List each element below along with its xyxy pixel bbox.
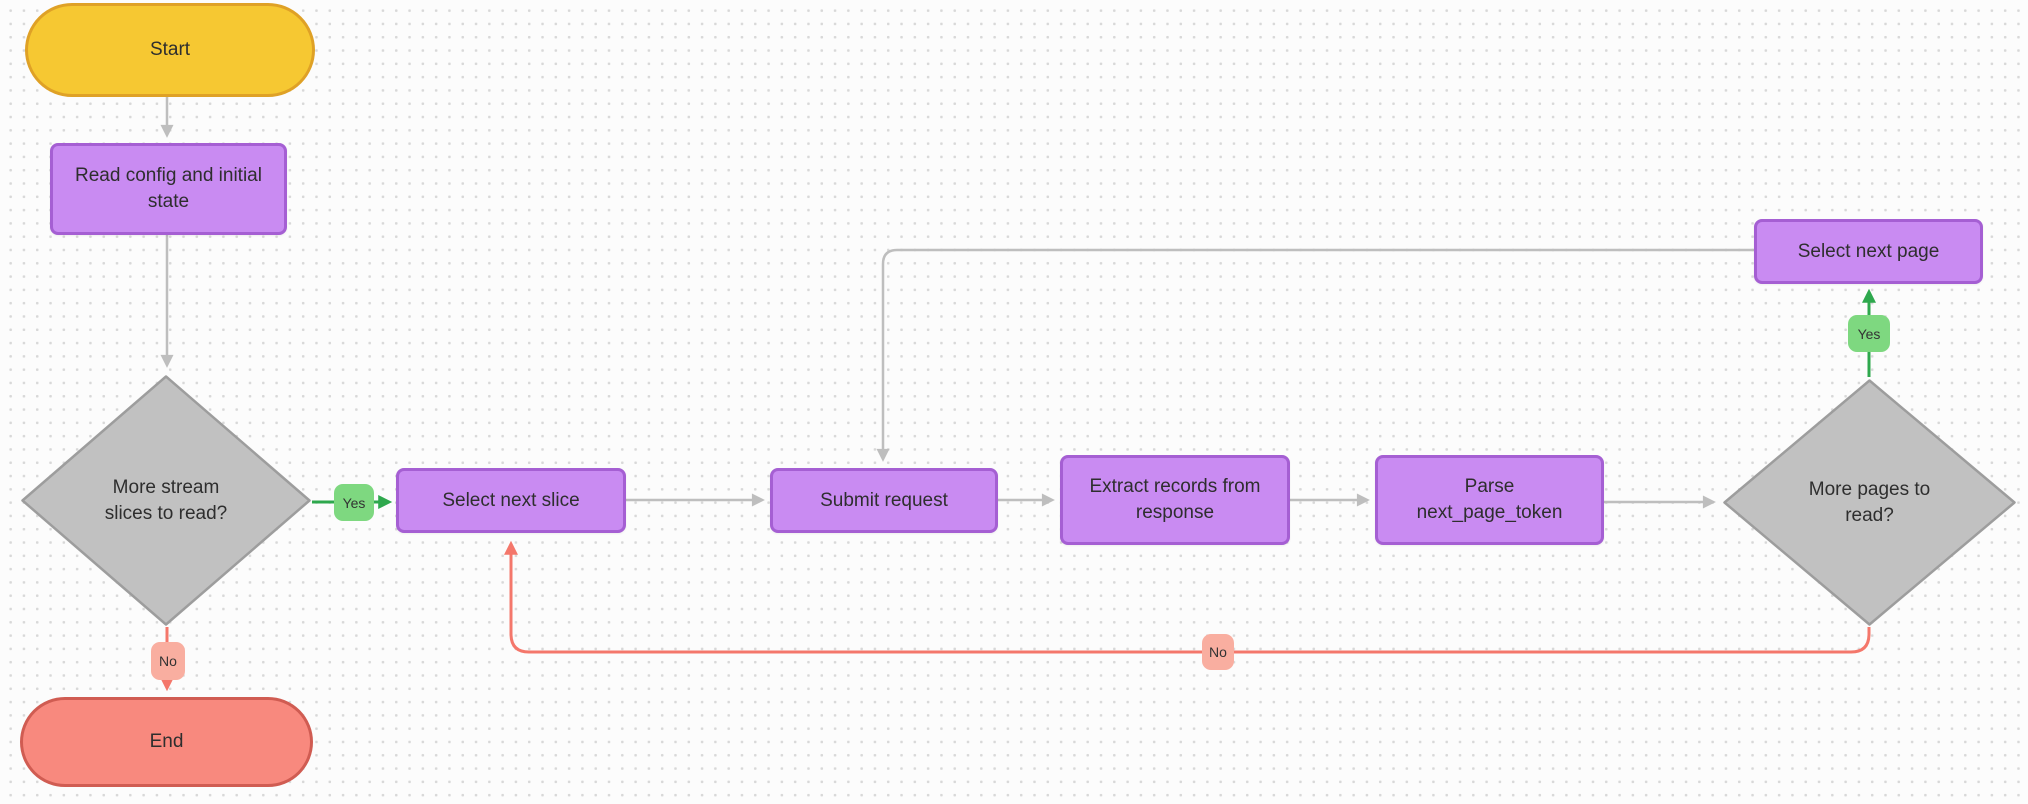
node-submit-request: Submit request: [770, 468, 998, 533]
node-select-next-page-label: Select next page: [1797, 240, 1940, 262]
node-parse-next-page-token-label: Parse next_page_token: [1416, 476, 1563, 523]
diamond-shape: [1723, 379, 2016, 626]
node-read-config-label: Read config and initial state: [75, 165, 262, 212]
node-select-next-page: Select next page: [1754, 219, 1983, 284]
node-end: End: [20, 697, 313, 787]
edge-label-yes-slices: Yes: [334, 484, 374, 521]
edge-label-no-slices: No: [151, 642, 185, 680]
diamond-shape: [21, 375, 311, 626]
node-decision-more-slices: More stream slices to read?: [20, 374, 312, 627]
node-start-label: Start: [149, 39, 191, 61]
node-read-config: Read config and initial state: [50, 143, 287, 235]
node-select-next-slice-label: Select next slice: [442, 489, 580, 511]
edge-select-next-page-loop-to-submit-request: [876, 248, 1754, 462]
node-submit-request-label: Submit request: [820, 489, 948, 511]
node-start: Start: [25, 3, 315, 97]
node-extract-records: Extract records from response: [1060, 455, 1290, 545]
node-decision-more-pages-label: More pages to read?: [1808, 478, 1931, 526]
node-extract-records-label: Extract records from response: [1089, 476, 1261, 523]
node-end-label: End: [149, 731, 184, 753]
edge-label-yes-pages: Yes: [1848, 315, 1890, 352]
edge-label-no-pages: No: [1202, 634, 1234, 670]
edge-more-pages-no-loop-to-select-next-slice: [504, 540, 1871, 654]
node-decision-more-slices-label: More stream slices to read?: [104, 476, 228, 524]
node-parse-next-page-token: Parse next_page_token: [1375, 455, 1604, 545]
node-select-next-slice: Select next slice: [396, 468, 626, 533]
node-decision-more-pages: More pages to read?: [1722, 378, 2017, 627]
